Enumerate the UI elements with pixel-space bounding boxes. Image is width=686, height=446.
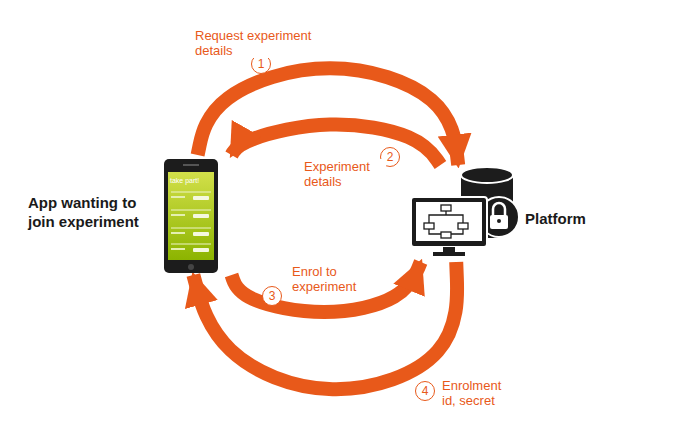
edge-label: Experiment details bbox=[302, 159, 386, 189]
callout-number: 4 bbox=[415, 381, 435, 401]
flow-arrow bbox=[193, 262, 457, 389]
phone-icon bbox=[163, 158, 219, 274]
platform-server: Platform bbox=[405, 165, 602, 262]
callout-number: 3 bbox=[262, 286, 282, 306]
flow-arrow bbox=[232, 262, 421, 312]
app-phone: App wanting to join experiment bbox=[28, 155, 240, 275]
node-label: Platform bbox=[525, 209, 600, 228]
edge-label: Enrolment id, secret bbox=[440, 378, 514, 408]
flow-arrow bbox=[198, 68, 459, 165]
screen-text: take part! bbox=[170, 177, 199, 185]
edge-label: Enrol to experiment bbox=[290, 264, 374, 294]
node-label: App wanting to join experiment bbox=[28, 193, 153, 231]
edge-label: Request experiment details bbox=[193, 28, 332, 58]
platform-icon bbox=[409, 165, 521, 257]
